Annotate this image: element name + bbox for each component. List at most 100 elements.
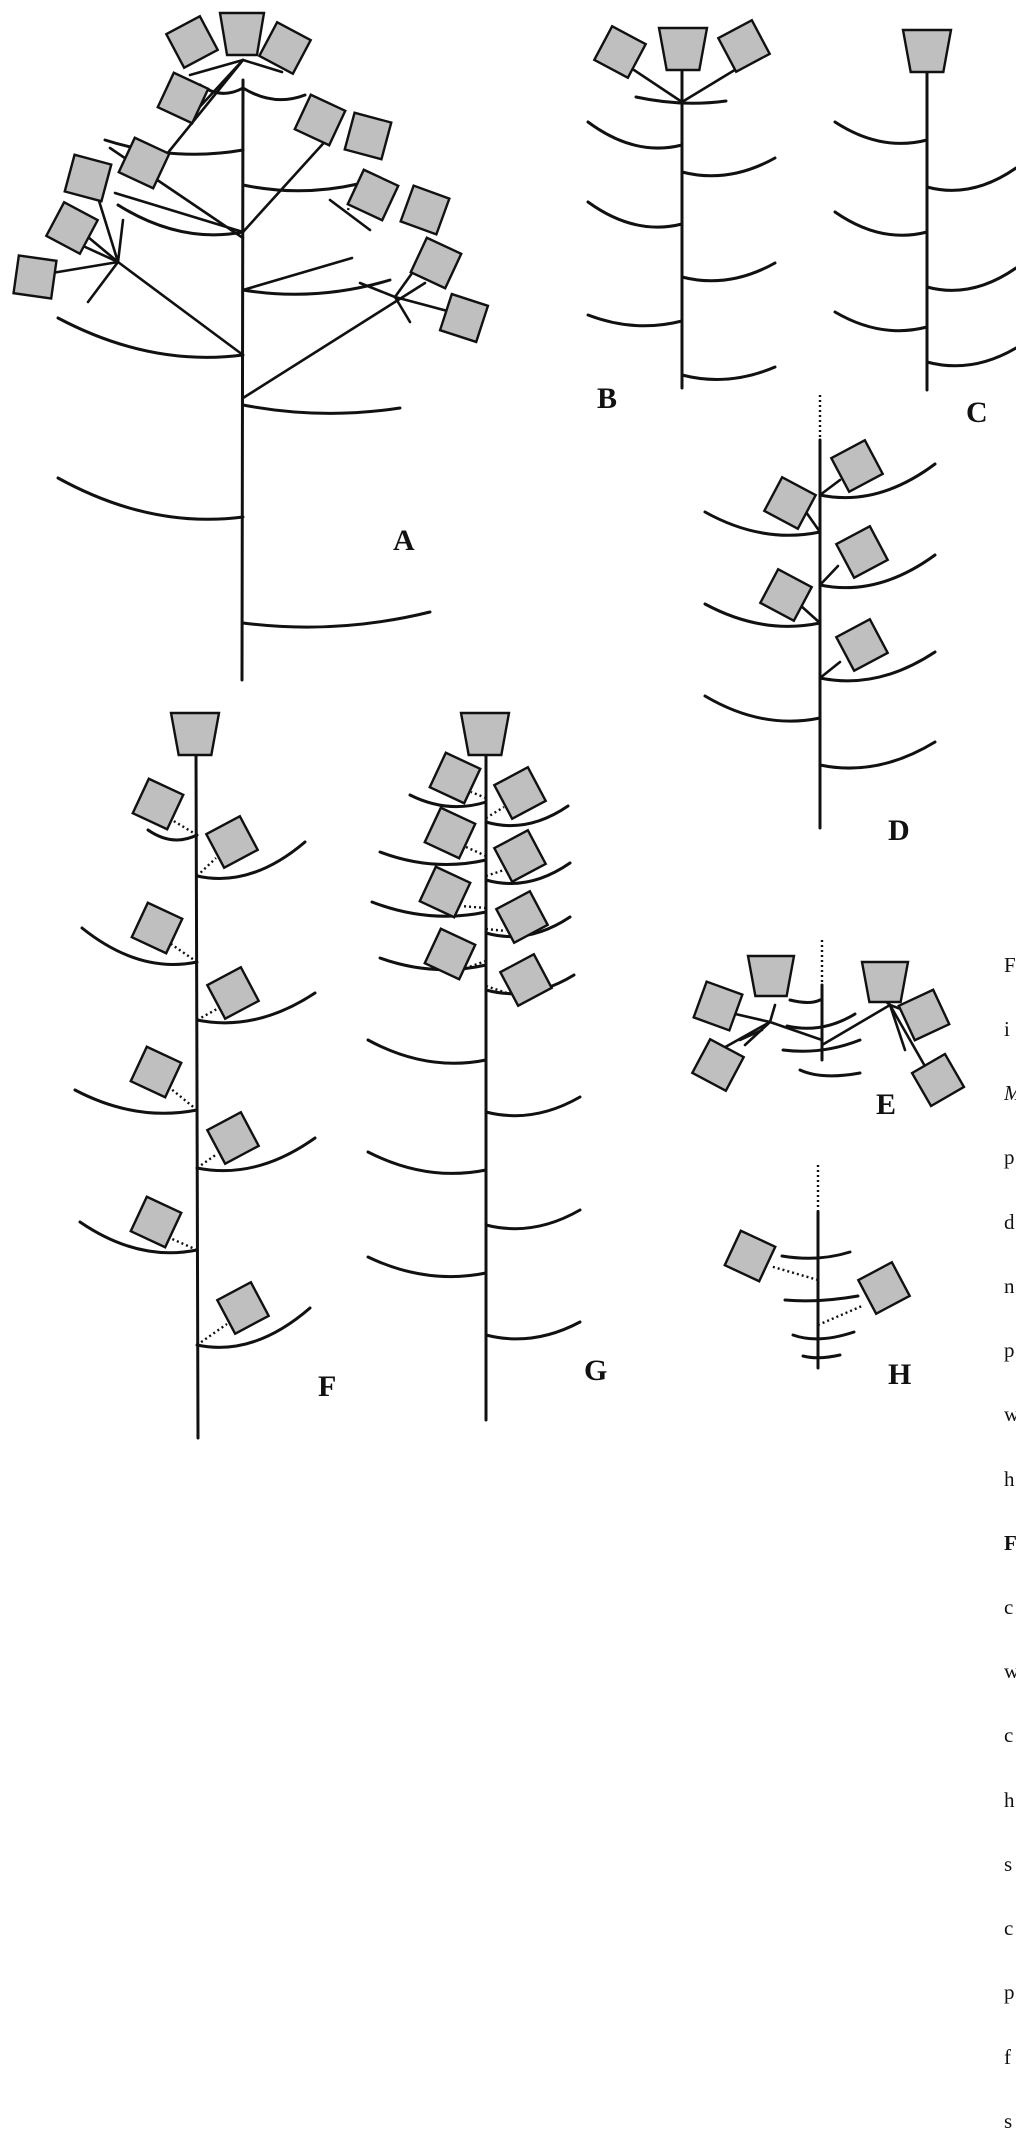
- caption-letter: F: [1004, 1530, 1016, 1555]
- bract-leaf: [680, 261, 777, 283]
- bract-leaf: [378, 956, 488, 972]
- flower-square: [492, 765, 548, 821]
- caption-letter: w: [1004, 1659, 1016, 1684]
- bract-leaf: [241, 610, 432, 629]
- branch: [241, 134, 332, 234]
- flower-square: [897, 988, 951, 1042]
- bract-leaf: [56, 316, 245, 359]
- pedicel: [328, 198, 372, 232]
- bract-leaf: [241, 182, 360, 193]
- pedicel-dashed: [485, 868, 505, 878]
- bract-leaf: [366, 1150, 488, 1175]
- panel-label-b: B: [597, 382, 617, 415]
- flower-square: [63, 153, 113, 203]
- bract-leaf: [781, 1038, 862, 1053]
- terminal-flower: [169, 711, 221, 757]
- branch: [241, 256, 354, 292]
- flower-square: [215, 1280, 271, 1336]
- figure-caption-fragment: F i M p d n p w h F c w c h s c p f s: [1004, 912, 1016, 2154]
- pedicel: [718, 1020, 772, 1052]
- bract-leaf: [586, 200, 684, 229]
- flower-square: [131, 777, 185, 831]
- bract-leaf: [818, 740, 937, 770]
- caption-letter: p: [1004, 1338, 1015, 1363]
- bract-leaf: [833, 120, 929, 145]
- caption-letter: i: [1004, 1017, 1010, 1042]
- flower-square: [205, 965, 261, 1021]
- bract-leaf: [925, 266, 1016, 292]
- bract-leaf: [833, 210, 929, 237]
- caption-letter: p: [1004, 1980, 1015, 2005]
- flower-square: [758, 567, 814, 623]
- caption-letter: c: [1004, 1916, 1014, 1941]
- branch: [241, 281, 427, 400]
- pedicel: [188, 58, 245, 77]
- flower-square: [492, 828, 548, 884]
- flower-square: [346, 168, 400, 222]
- pedicel-dashed: [169, 1087, 198, 1111]
- panel-label-c: C: [966, 396, 988, 429]
- flower-square: [762, 475, 818, 531]
- panel-c-diagram: [833, 28, 1016, 392]
- pedicel-dashed: [485, 805, 505, 820]
- bract-leaf: [586, 313, 684, 328]
- panel-g-diagram: [366, 711, 582, 1422]
- panel-label-h: H: [888, 1358, 911, 1391]
- pedicel: [798, 603, 822, 625]
- pedicel-dashed: [485, 927, 507, 933]
- flower-square: [293, 93, 347, 147]
- flower-square: [343, 111, 393, 161]
- flower-square: [723, 1229, 777, 1283]
- terminal-flower: [746, 954, 796, 998]
- caption-letter: c: [1004, 1723, 1014, 1748]
- main-stem: [240, 78, 245, 682]
- branch: [113, 191, 245, 234]
- caption-letter: n: [1004, 1273, 1015, 1298]
- flower-square: [498, 952, 554, 1008]
- pedicel: [241, 58, 284, 74]
- bract-leaf: [818, 462, 937, 500]
- caption-letter: M: [1004, 1082, 1016, 1104]
- terminal-flower: [657, 26, 709, 72]
- flower-square: [834, 617, 890, 673]
- bract-leaf: [195, 1136, 317, 1173]
- caption-letter: c: [1004, 1595, 1014, 1619]
- bract-leaf: [484, 1320, 582, 1341]
- bract-leaf: [788, 998, 822, 1004]
- flower-square: [494, 889, 550, 945]
- bract-leaf: [680, 156, 777, 178]
- pedicel: [393, 295, 457, 315]
- pedicel: [632, 68, 684, 104]
- pedicel: [680, 66, 740, 104]
- bract-leaf: [484, 861, 572, 886]
- flower-square: [690, 1037, 746, 1093]
- bract-leaf: [195, 1306, 312, 1349]
- flower-square: [829, 438, 885, 494]
- bract-leaf: [680, 365, 777, 381]
- flower-square: [834, 524, 890, 580]
- pedicel: [393, 295, 412, 324]
- bract-leaf: [366, 1038, 488, 1065]
- pedicel-dashed: [485, 984, 511, 996]
- bract-leaf: [484, 804, 570, 828]
- caption-letter: s: [1004, 2108, 1013, 2133]
- flower-square: [592, 24, 648, 80]
- caption-letter: f: [1004, 2044, 1011, 2069]
- bract-leaf: [484, 1208, 582, 1231]
- panel-label-d: D: [888, 814, 910, 847]
- pedicel: [768, 1020, 824, 1042]
- pedicel: [768, 1003, 777, 1024]
- bract-leaf: [833, 310, 929, 333]
- bract-leaf: [241, 403, 402, 415]
- terminal-flower: [218, 11, 266, 57]
- bract-leaf: [801, 1353, 842, 1360]
- pedicel: [818, 660, 842, 680]
- panel-d-diagram: [703, 395, 937, 830]
- flower-square: [130, 901, 184, 955]
- bract-leaf: [818, 650, 937, 683]
- pedicel: [738, 1028, 764, 1042]
- bract-leaf: [634, 95, 728, 105]
- pedicel: [818, 478, 842, 497]
- pedicel: [820, 1003, 892, 1047]
- panel-label-a: A: [393, 524, 415, 557]
